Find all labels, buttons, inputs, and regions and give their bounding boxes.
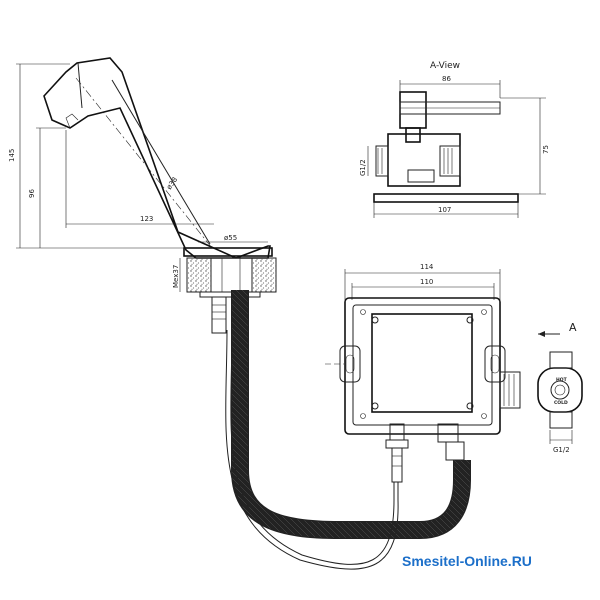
faucet-base: [183, 247, 273, 257]
a-view-label: A-View: [430, 61, 460, 71]
cold-label: COLD: [554, 400, 568, 406]
braided-hose: [231, 290, 471, 539]
countertop-section: [186, 257, 277, 334]
dim-valve-g12: G1/2: [553, 446, 570, 454]
dim-d55: ø55: [224, 234, 237, 242]
control-box-cover: [371, 313, 473, 413]
a-view-drawing: A-View 86 75 107 G1/2: [359, 61, 550, 218]
dim-96: 96: [28, 189, 36, 198]
dim-aview-g12: G1/2: [359, 159, 367, 176]
dim-75: 75: [542, 145, 550, 154]
control-box-drawing: 114 110 HOT CO: [325, 263, 583, 483]
view-arrow-label: A: [569, 321, 577, 334]
dim-107: 107: [438, 206, 451, 214]
control-box: [344, 297, 501, 435]
dim-114: 114: [420, 263, 434, 271]
faucet-body: [43, 57, 271, 259]
dim-145: 145: [8, 149, 16, 162]
sensor-cable: [225, 329, 399, 570]
dim-110: 110: [420, 278, 433, 286]
dim-86: 86: [442, 75, 451, 83]
dim-123: 123: [140, 215, 153, 223]
hot-label: HOT: [556, 377, 568, 383]
watermark: Smesitel-Online.RU: [402, 553, 532, 569]
dim-mex37: Mex37: [172, 265, 180, 288]
faucet-centerline: [75, 77, 213, 249]
faucet-drawing: [43, 57, 273, 259]
